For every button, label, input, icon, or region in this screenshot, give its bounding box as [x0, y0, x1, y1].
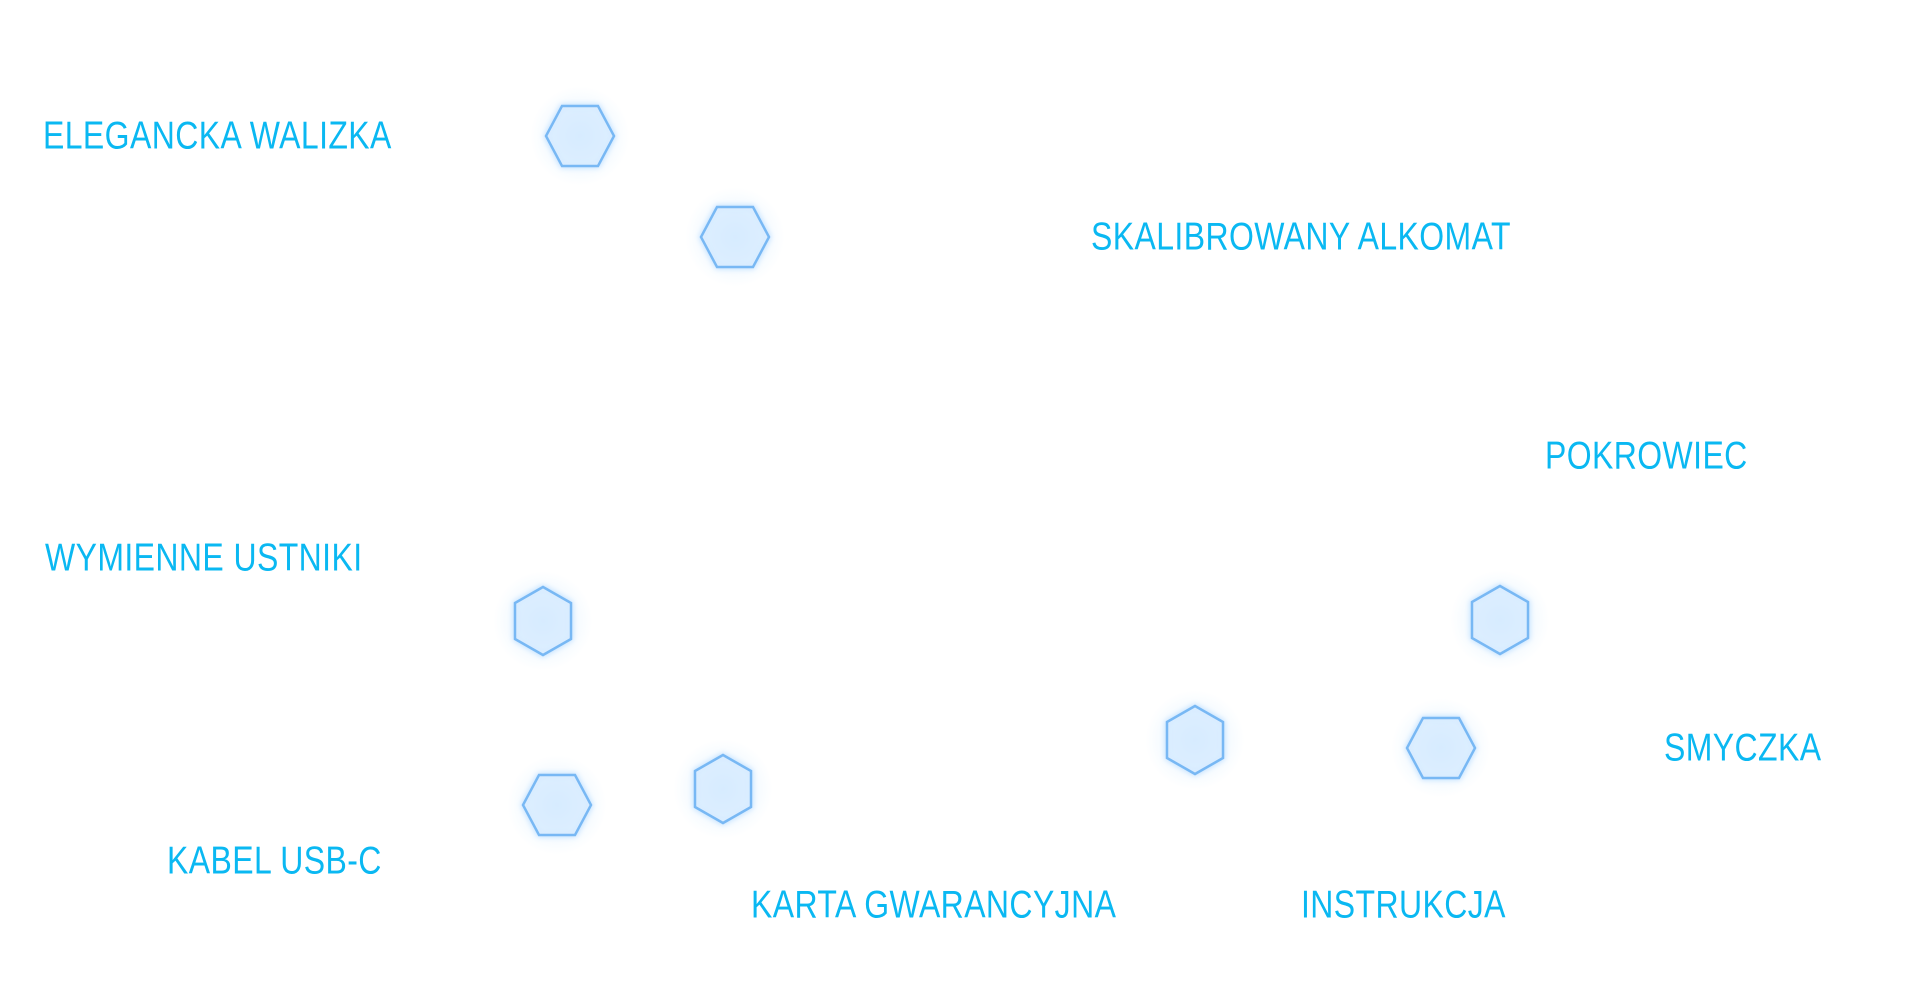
- hotspot-walizka-hexagon-icon[interactable]: [530, 86, 630, 186]
- hotspot-alkomat-hexagon-icon[interactable]: [685, 187, 785, 287]
- label-skalibrowany-alkomat: SKALIBROWANY ALKOMAT: [1091, 215, 1511, 259]
- hotspot-smyczka-hexagon-icon[interactable]: [1391, 698, 1491, 798]
- label-kabel-usb-c: KABEL USB-C: [167, 839, 382, 883]
- hotspot-instrukcja-hexagon-icon[interactable]: [1145, 690, 1245, 790]
- label-instrukcja: INSTRUKCJA: [1301, 883, 1506, 927]
- label-wymienne-ustniki: WYMIENNE USTNIKI: [45, 536, 363, 580]
- label-karta-gwarancyjna: KARTA GWARANCYJNA: [751, 883, 1117, 927]
- hotspot-kabel-hexagon-icon[interactable]: [507, 755, 607, 855]
- hotspot-karta-hexagon-icon[interactable]: [673, 739, 773, 839]
- label-elegancka-walizka: ELEGANCKA WALIZKA: [43, 114, 392, 158]
- hotspot-ustniki-hexagon-icon[interactable]: [493, 571, 593, 671]
- hotspot-pokrowiec-hexagon-icon[interactable]: [1450, 570, 1550, 670]
- label-pokrowiec: POKROWIEC: [1545, 434, 1748, 478]
- label-smyczka: SMYCZKA: [1664, 726, 1822, 770]
